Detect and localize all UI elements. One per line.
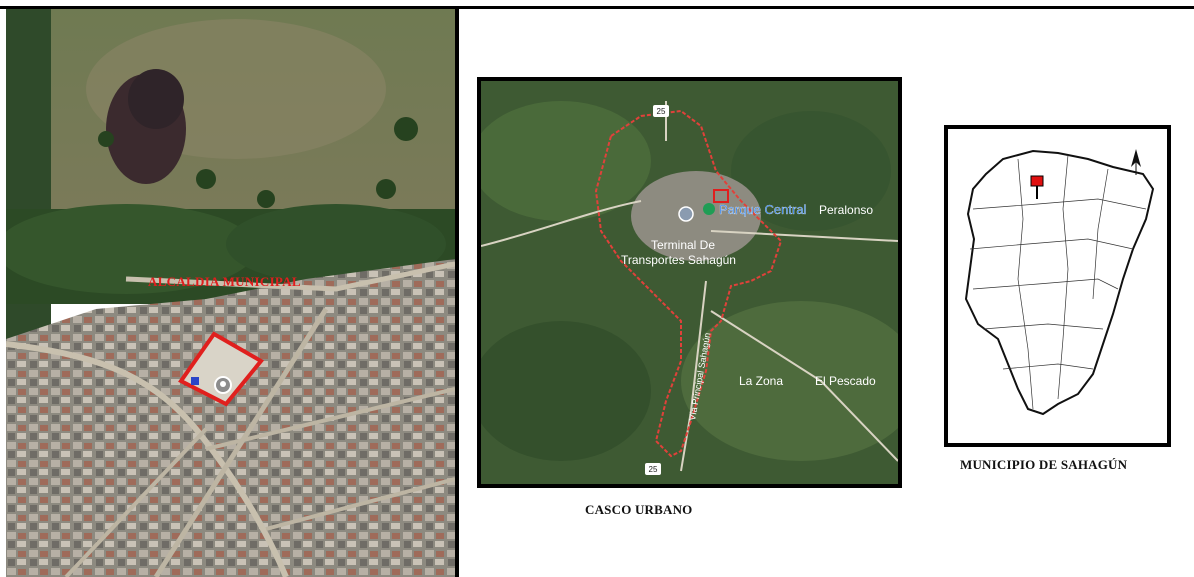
figure-frame	[0, 6, 1194, 577]
urban-area-image: 25 25 Parque Central Peralonso Terminal …	[481, 81, 898, 484]
satellite-closeup-image	[6, 9, 455, 577]
terminal-label-line2: Transportes Sahagún	[621, 253, 736, 267]
urban-area-map: 25 25 Parque Central Peralonso Terminal …	[477, 77, 902, 488]
north-arrow-icon	[1131, 149, 1141, 175]
alcaldia-highlight-box	[178, 331, 265, 407]
svg-text:25: 25	[657, 107, 666, 116]
peralonso-label: Peralonso	[819, 203, 873, 217]
terminal-pin-icon	[678, 206, 694, 222]
el-pescado-label: El Pescado	[815, 374, 876, 388]
municipality-caption: MUNICIPIO DE SAHAGÚN	[960, 457, 1128, 472]
urban-caption: CASCO URBANO	[585, 502, 693, 517]
la-zona-label: La Zona	[739, 374, 783, 388]
route-shield-top: 25	[653, 105, 669, 117]
alcaldia-label: ALCALDIA MUNICIPAL	[148, 274, 301, 289]
location-pin-icon	[214, 376, 232, 394]
panel-divider	[455, 6, 459, 577]
terminal-label-line1: Terminal De	[651, 238, 715, 252]
satellite-closeup-panel	[6, 9, 455, 577]
municipality-map	[944, 125, 1171, 447]
sahagun-highlight-box	[1030, 175, 1044, 187]
parque-central-label: Parque Central	[719, 202, 807, 217]
urban-boundary	[594, 109, 783, 458]
municipality-outline-image	[964, 149, 1155, 416]
svg-text:25: 25	[649, 465, 658, 474]
parque-highlight-box	[713, 189, 729, 203]
park-icon	[703, 203, 715, 215]
route-shield-bottom: 25	[645, 463, 661, 475]
